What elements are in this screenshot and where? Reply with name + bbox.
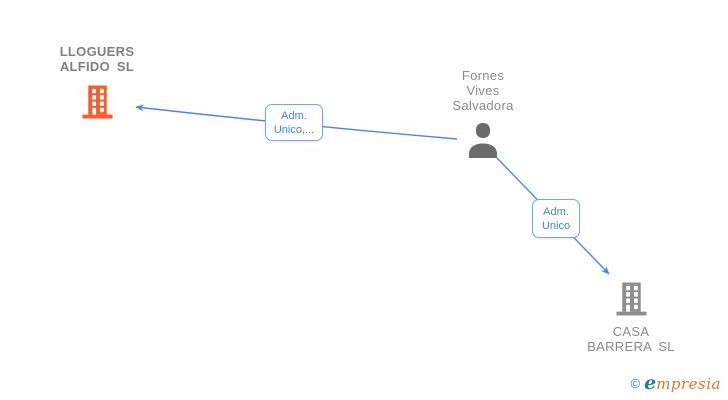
building-icon [81,85,113,119]
node-person-fornes-vives-salvadora[interactable]: Fornes Vives Salvadora [413,68,553,158]
empresia-logo[interactable]: ©empresia [631,372,722,394]
edge-label-adm-unico-1[interactable]: Adm. Unico,... [265,104,323,141]
edge-label-line: Unico,... [273,123,315,136]
company-name-label: CASA BARRERA SL [561,324,701,354]
copyright-icon: © [630,376,641,391]
company-name-line: CASA [612,324,650,339]
company-name-line: ALFIDO SL [59,59,135,74]
company-name-line: LLOGUERS [59,44,135,59]
person-name-line: Salvadora [452,98,514,113]
person-name-line: Fornes [461,68,505,83]
node-company-lloguers-alfido[interactable]: LLOGUERS ALFIDO SL [17,44,177,119]
building-icon [615,282,647,316]
person-name-line: Vives [466,83,500,98]
empresia-logo-text: mpresia [656,375,721,393]
node-company-casa-barrera[interactable]: CASA BARRERA SL [561,282,701,354]
person-icon [469,123,497,158]
company-name-line: BARRERA SL [587,339,675,354]
empresia-logo-initial: e [644,372,657,394]
person-name-label: Fornes Vives Salvadora [413,68,553,113]
edge-label-adm-unico-2[interactable]: Adm. Unico [532,199,580,238]
edge-label-line: Unico [541,219,571,232]
company-name-label: LLOGUERS ALFIDO SL [17,44,177,74]
edge-label-line: Adm. [543,205,569,218]
edge-label-line: Adm. [281,109,307,122]
